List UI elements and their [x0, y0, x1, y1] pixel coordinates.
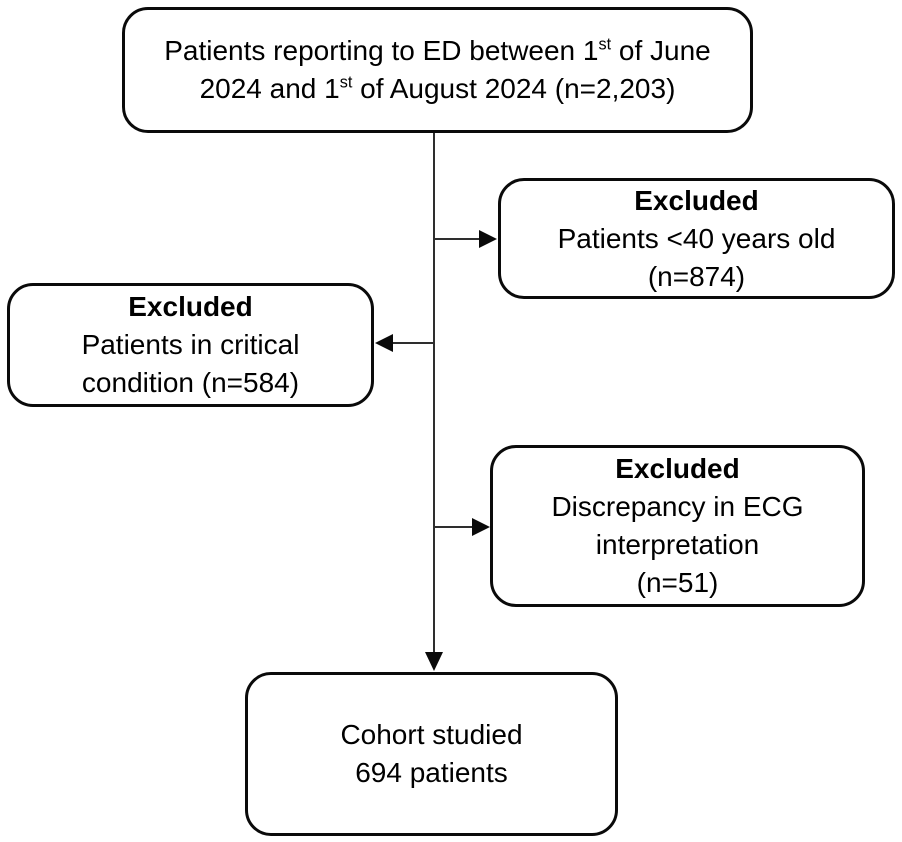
excluded-age-count: (n=874) — [647, 260, 746, 292]
cohort-box: Cohort studied 694 patients — [245, 672, 618, 836]
enrollment-text-part2: of June 2024 and 1 — [199, 35, 711, 104]
arrowhead-right-ecg-icon — [472, 518, 490, 536]
excluded-critical-box: Excluded Patients in critical condition … — [7, 283, 374, 407]
enrollment-text-part3: of August 2024 (n=2,203) — [352, 73, 676, 104]
excluded-ecg-title: Excluded — [615, 453, 740, 484]
arrowhead-down-icon — [425, 652, 443, 671]
excluded-age-box: Excluded Patients <40 years old (n=874) — [498, 178, 895, 299]
enrollment-text: Patients reporting to ED between 1st of … — [132, 32, 744, 108]
excluded-ecg-count: (n=51) — [636, 567, 719, 598]
enrollment-box: Patients reporting to ED between 1st of … — [122, 7, 753, 133]
arrowhead-left-critical-icon — [375, 334, 393, 352]
enrollment-text-part1: Patients reporting to ED between 1 — [164, 35, 599, 66]
excluded-ecg-line1: Discrepancy in ECG — [551, 491, 804, 522]
excluded-age-line1: Patients <40 years old — [557, 222, 836, 254]
excluded-ecg-box: Excluded Discrepancy in ECG interpretati… — [490, 445, 865, 607]
ordinal-superscript: st — [339, 73, 353, 92]
excluded-ecg-line2: interpretation — [595, 529, 760, 560]
arrowhead-right-age-icon — [479, 230, 497, 248]
excluded-critical-line1: Patients in critical — [81, 329, 300, 360]
excluded-critical-line2: condition (n=584) — [81, 367, 300, 398]
excluded-critical-title: Excluded — [128, 291, 253, 322]
excluded-age-title: Excluded — [634, 184, 759, 216]
ordinal-superscript: st — [598, 35, 612, 54]
cohort-line2: 694 patients — [355, 757, 508, 788]
cohort-line1: Cohort studied — [340, 719, 523, 750]
